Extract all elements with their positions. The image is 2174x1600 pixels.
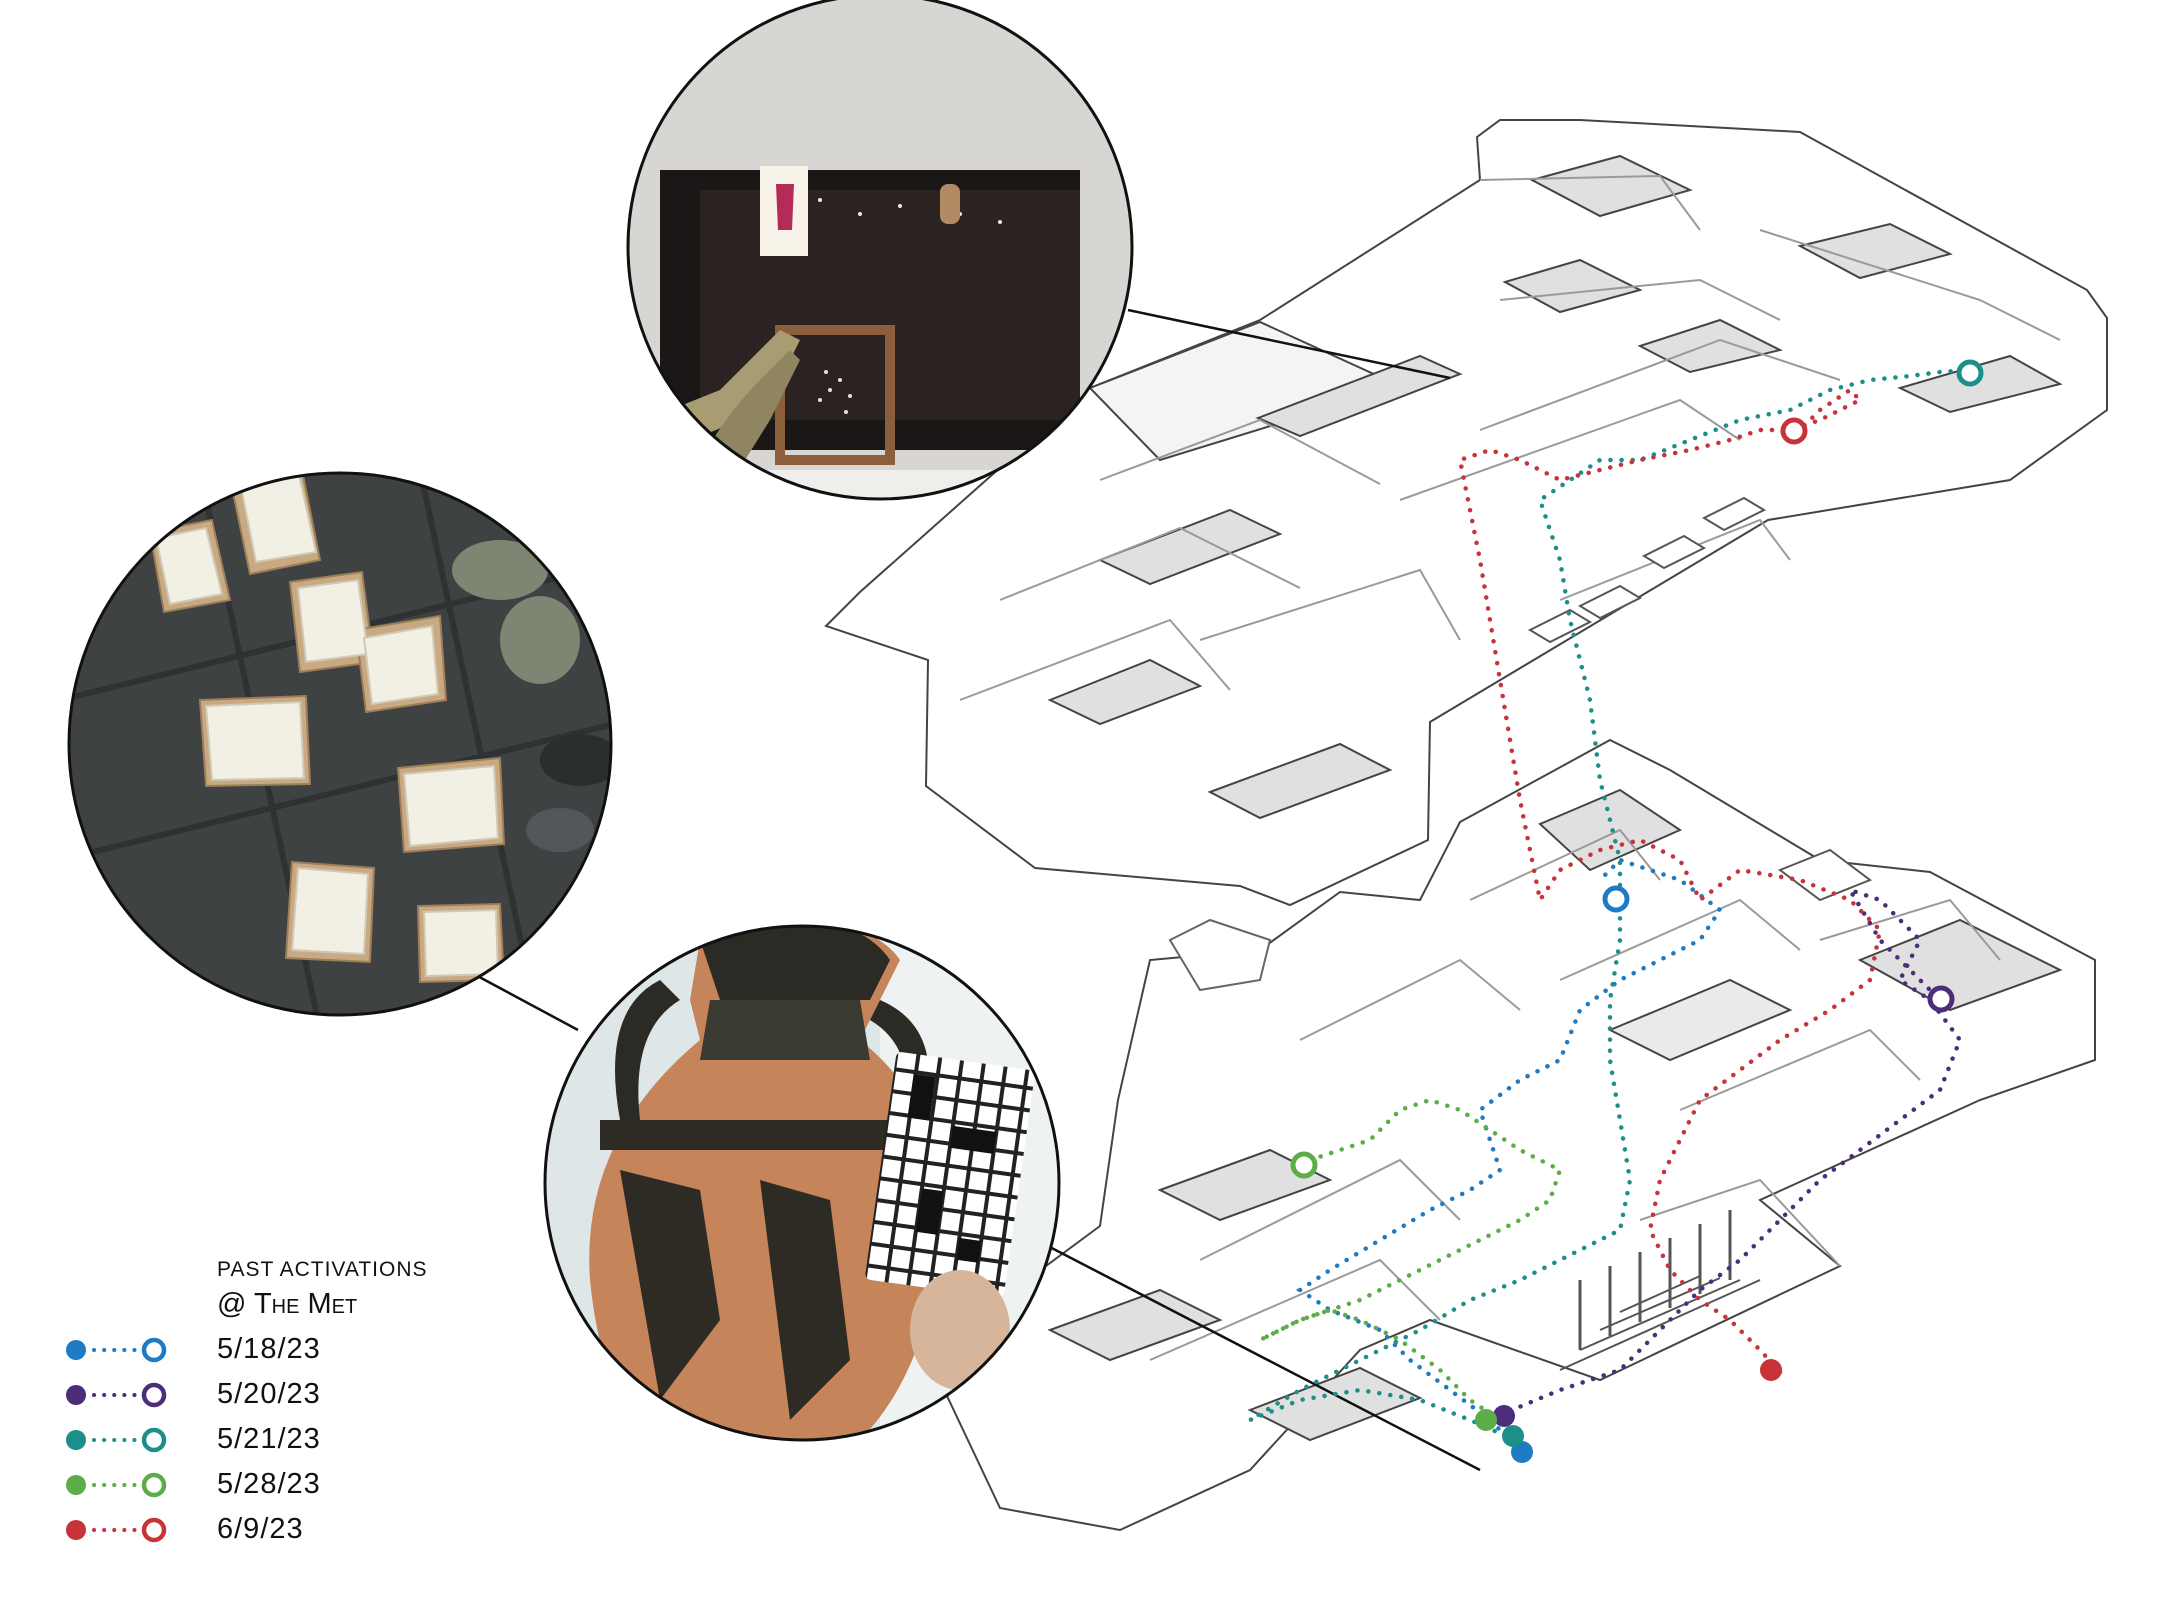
legend-entry: 5/28/23 (62, 1466, 482, 1511)
legend-entry: 5/18/23 (62, 1331, 482, 1376)
legend-route-key-icon (66, 1427, 167, 1453)
end-marker-5-28-23 (1290, 1151, 1318, 1179)
legend-route-key-icon (66, 1337, 167, 1363)
route-5-21-23 (1248, 367, 1973, 1443)
start-marker-5-20-23 (1493, 1405, 1515, 1427)
route-markers (1290, 359, 1984, 1463)
start-dot-icon (66, 1475, 86, 1495)
legend-date: 5/28/23 (217, 1468, 321, 1500)
legend-entry: 5/20/23 (62, 1376, 482, 1421)
legend-route-key-icon (66, 1382, 167, 1408)
photo-card-over-amphora (543, 924, 1061, 1442)
legend-date: 6/9/23 (217, 1513, 304, 1545)
route-5-18-23 (1295, 857, 1724, 1455)
end-marker-5-21-23 (1956, 359, 1984, 387)
start-dot-icon (66, 1430, 86, 1450)
end-marker-6-9-23 (1780, 417, 1808, 445)
start-marker-6-9-23 (1760, 1359, 1782, 1381)
lower-floor-plan (928, 738, 2096, 1532)
end-ring-icon (141, 1517, 167, 1543)
legend-entry: 6/9/23 (62, 1511, 482, 1556)
start-dot-icon (66, 1340, 86, 1360)
legend-title: PAST ACTIVATIONS (217, 1258, 428, 1281)
upper-portico (1527, 496, 1767, 644)
legend-route-key-icon (66, 1472, 167, 1498)
leader-lines (469, 308, 1481, 1472)
end-ring-icon (141, 1337, 167, 1363)
legend-date: 5/20/23 (217, 1378, 321, 1410)
end-marker-5-18-23 (1602, 885, 1630, 913)
start-marker-5-28-23 (1475, 1409, 1497, 1431)
start-marker-5-18-23 (1511, 1441, 1533, 1463)
start-dot-icon (66, 1385, 86, 1405)
end-ring-icon (141, 1427, 167, 1453)
legend-route-key-icon (66, 1517, 167, 1543)
legend-date: 5/18/23 (217, 1333, 321, 1365)
photo-notepads-on-floor (67, 471, 613, 1017)
legend-entry: 5/21/23 (62, 1421, 482, 1466)
start-marker-5-21-23 (1502, 1425, 1524, 1447)
legend-subtitle: @ The Met (217, 1288, 358, 1320)
photo-card-held-to-vitrine (626, 0, 1134, 501)
end-marker-5-20-23 (1927, 985, 1955, 1013)
activation-routes (1248, 367, 1973, 1455)
upper-floor-plan (824, 119, 2108, 907)
route-5-28-23 (1258, 1097, 1563, 1423)
end-ring-icon (141, 1382, 167, 1408)
start-dot-icon (66, 1520, 86, 1540)
legend: PAST ACTIVATIONS @ The Met 5/18/23 5/20/2… (62, 1258, 482, 1556)
end-ring-icon (141, 1472, 167, 1498)
legend-date: 5/21/23 (217, 1423, 321, 1455)
